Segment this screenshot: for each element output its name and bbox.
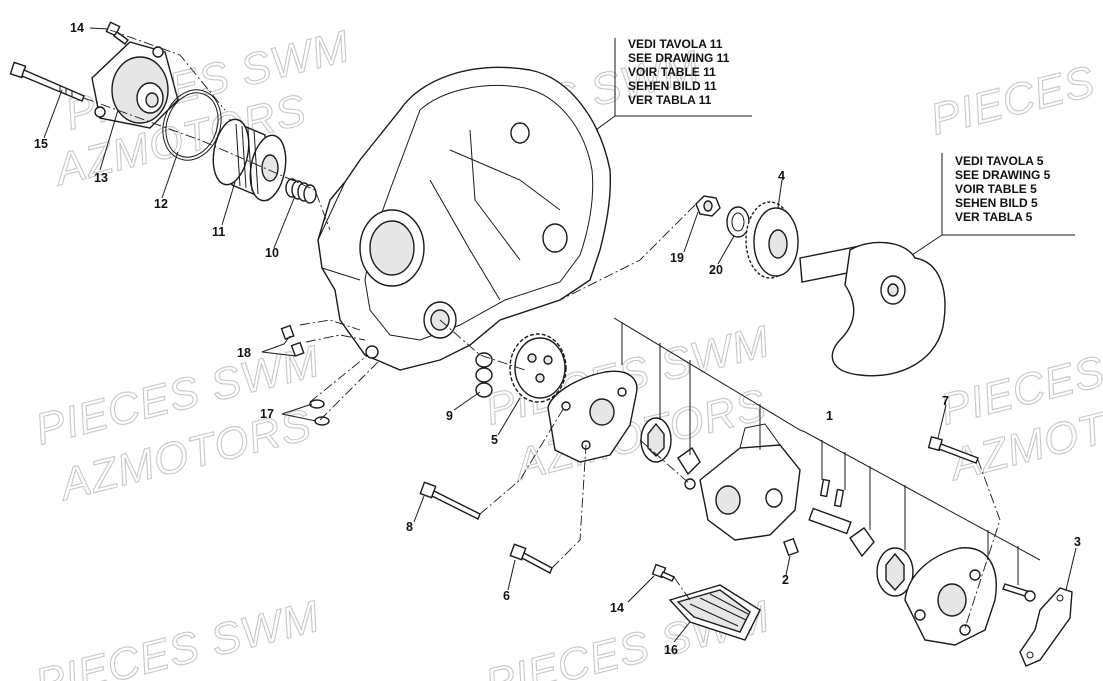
part-label: 18 <box>237 346 251 360</box>
callout-line: VOIR TABLE 5 <box>955 182 1037 196</box>
part-label: 19 <box>670 251 684 265</box>
pump-bolt <box>1002 583 1036 602</box>
part-label: 9 <box>446 409 453 423</box>
part-label: 5 <box>491 433 498 447</box>
part-4-gear <box>745 201 799 279</box>
callout-line: SEE DRAWING 5 <box>955 168 1051 182</box>
part-17-o-rings <box>309 399 330 426</box>
part-8-bolt <box>419 481 481 520</box>
callout-drawing-5: VEDI TAVOLA 5 SEE DRAWING 5 VOIR TABLE 5… <box>911 153 1075 256</box>
pump-rotor <box>640 417 672 463</box>
part-10-spring <box>285 178 317 204</box>
part-label: 3 <box>1074 535 1081 549</box>
part-18-dowels <box>280 324 305 357</box>
part-label: 8 <box>406 520 413 534</box>
part-label: 13 <box>94 171 108 185</box>
crankshaft <box>799 241 946 377</box>
part-15-bolt <box>9 61 85 102</box>
part-labels: 1 2 3 4 5 5 6 7 8 9 10 11 12 13 14 14 15… <box>34 21 1081 657</box>
part-label: 11 <box>212 225 225 239</box>
part-label: 6 <box>503 589 510 603</box>
part-label: 17 <box>260 407 274 421</box>
part-label: 14 <box>610 601 624 615</box>
part-3-gasket <box>1019 587 1073 667</box>
part-label: 15 <box>34 137 48 151</box>
part-13-filter-cover <box>91 41 179 129</box>
callout-line: VER TABLA 11 <box>628 93 712 107</box>
part-6-bolt <box>509 543 553 574</box>
oil-pump-body <box>684 423 801 541</box>
part-11-oil-filter <box>212 118 287 202</box>
pump-rotor-2 <box>849 527 914 597</box>
part-label: 20 <box>709 263 723 277</box>
part-label: 2 <box>782 573 789 587</box>
part-20-washer <box>726 206 750 238</box>
watermark-text: PIECES SWM <box>926 27 1103 145</box>
callout-line: VOIR TABLE 11 <box>628 65 716 79</box>
part-label: 4 <box>778 169 785 183</box>
oil-pump-cover <box>904 547 997 646</box>
crankcase-cover <box>317 66 612 371</box>
callout-line: SEE DRAWING 11 <box>628 51 730 65</box>
callout-line: SEHEN BILD 11 <box>628 79 717 93</box>
part-9-seals <box>475 352 493 398</box>
assembly-lines <box>83 29 1001 629</box>
part-2-pin <box>783 537 799 557</box>
pump-inner-rotor <box>677 446 701 476</box>
watermark-text: PIECES SWM <box>31 592 325 681</box>
part-label: 12 <box>154 197 168 211</box>
callout-line: VER TABLA 5 <box>955 210 1033 224</box>
part-7-bolt <box>927 436 979 464</box>
callout-leader <box>911 234 943 256</box>
callout-line: VEDI TAVOLA 5 <box>955 154 1044 168</box>
part-label: 14 <box>70 21 84 35</box>
oil-pump-plate <box>547 370 638 463</box>
pump-shaft <box>808 478 852 535</box>
leader-lines <box>43 27 1077 643</box>
part-16-strainer <box>668 584 761 641</box>
callout-line: VEDI TAVOLA 11 <box>628 37 723 51</box>
callout-line: SEHEN BILD 5 <box>955 196 1038 210</box>
part-label: 10 <box>265 246 279 260</box>
callout-drawing-11: VEDI TAVOLA 11 SEE DRAWING 11 VOIR TABLE… <box>584 37 752 139</box>
part-14-screw <box>105 21 129 45</box>
part-label: 7 <box>942 394 949 408</box>
assembly-bracket-1 <box>613 317 1041 585</box>
part-label: 16 <box>664 643 678 657</box>
part-14-screw-lower <box>651 563 675 582</box>
part-5-gear <box>509 333 567 403</box>
part-19-nut <box>695 195 721 217</box>
part-label: 1 <box>826 409 833 423</box>
